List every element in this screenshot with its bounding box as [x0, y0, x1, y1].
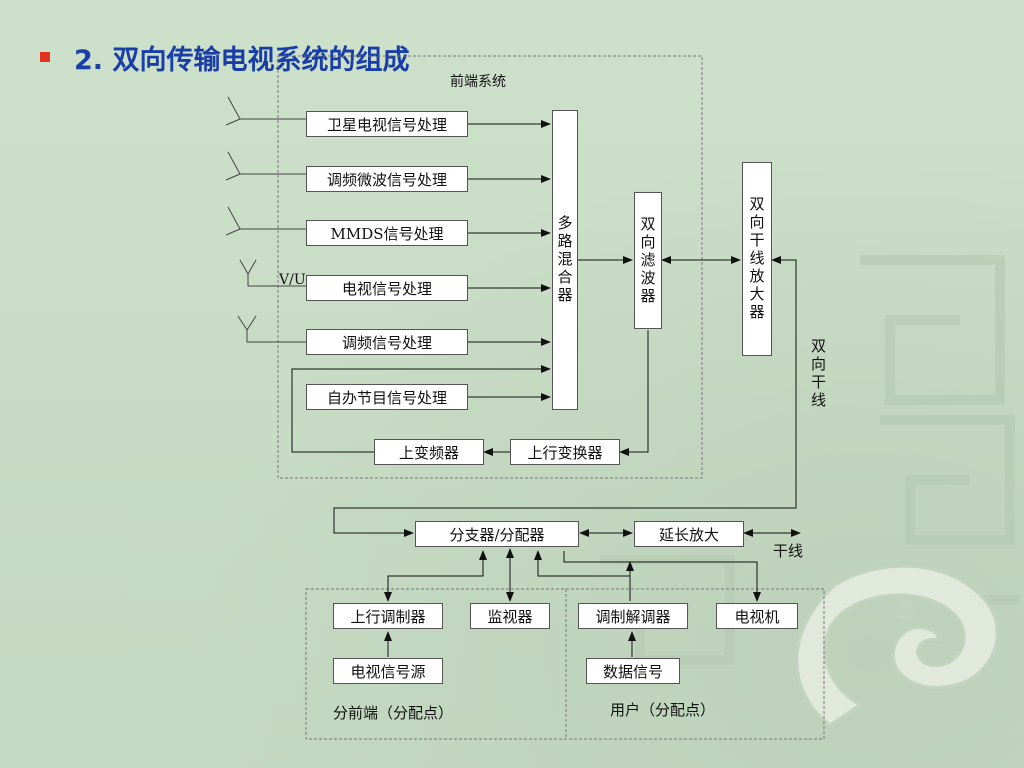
tv-signal-processing[interactable]: 电视信号处理	[306, 275, 468, 301]
monitor[interactable]: 监视器	[470, 603, 550, 629]
fm-signal-processing[interactable]: 调频信号处理	[306, 329, 468, 355]
extension-amplifier[interactable]: 延长放大	[634, 521, 744, 547]
tv-signal-source[interactable]: 电视信号源	[333, 658, 443, 684]
dish-antenna-icon	[225, 206, 306, 236]
upconverter[interactable]: 上变频器	[374, 439, 484, 465]
distribution-dashed-frame	[305, 588, 825, 740]
upstream-converter[interactable]: 上行变换器	[510, 439, 620, 465]
dish-antenna-icon	[225, 96, 306, 126]
local-program-processing[interactable]: 自办节目信号处理	[306, 384, 468, 410]
splitter-distributor[interactable]: 分支器/分配器	[415, 521, 579, 547]
bidirectional-trunk-label: 双向干线	[809, 338, 827, 410]
modem[interactable]: 调制解调器	[578, 603, 688, 629]
vu-label: V/U	[279, 272, 306, 288]
tv-set[interactable]: 电视机	[716, 603, 798, 629]
multiplex-mixer[interactable]: 多路混合器	[552, 110, 578, 410]
satellite-tv-processing[interactable]: 卫星电视信号处理	[306, 111, 468, 137]
headend-label: 前端系统	[450, 74, 506, 90]
yagi-antenna-icon	[239, 259, 306, 287]
bidirectional-filter[interactable]: 双向滤波器	[634, 192, 662, 329]
data-signal[interactable]: 数据信号	[586, 658, 680, 684]
fm-microwave-processing[interactable]: 调频微波信号处理	[306, 166, 468, 192]
title-bullet	[40, 52, 50, 62]
yagi-antenna-icon	[237, 315, 306, 343]
mmds-processing[interactable]: MMDS信号处理	[306, 220, 468, 246]
upstream-modulator[interactable]: 上行调制器	[333, 603, 443, 629]
dish-antenna-icon	[225, 151, 306, 181]
sub-headend-label: 分前端（分配点）	[333, 704, 454, 722]
bidirectional-trunk-amplifier[interactable]: 双向干线放大器	[742, 162, 772, 356]
user-label: 用户（分配点）	[610, 701, 716, 719]
trunk-label: 干线	[773, 542, 804, 560]
slide-title: 2. 双向传输电视系统的组成	[74, 45, 410, 76]
